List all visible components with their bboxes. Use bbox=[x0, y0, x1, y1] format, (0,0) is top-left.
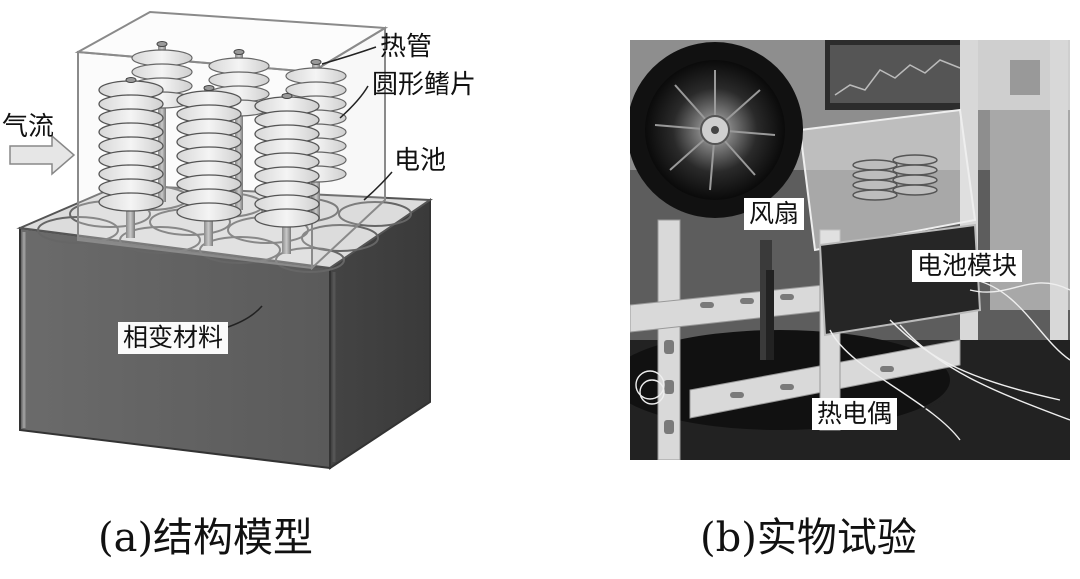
battery-label: 电池 bbox=[394, 146, 447, 176]
pcm-label: 相变材料 bbox=[118, 322, 229, 354]
airflow-arrow bbox=[9, 134, 76, 176]
airflow-label: 气流 bbox=[2, 112, 55, 142]
structure-model-drawing bbox=[9, 10, 434, 470]
heat-pipe-label: 热管 bbox=[380, 32, 433, 62]
structure-model-panel: 热管 圆形鳍片 气流 电池 相变材料 bbox=[0, 0, 520, 480]
circular-fin-label: 圆形鳍片 bbox=[372, 70, 477, 100]
thermocouple-label: 热电偶 bbox=[812, 398, 898, 430]
battery-module-label: 电池模块 bbox=[912, 250, 1023, 282]
heat-pipe-tops bbox=[125, 41, 322, 99]
caption-structure-model: (a)结构模型 bbox=[98, 515, 314, 561]
experiment-photo-panel: 风扇 电池模块 热电偶 bbox=[630, 40, 1070, 460]
fin-stacks-front bbox=[98, 78, 320, 254]
fan-label: 风扇 bbox=[744, 198, 805, 230]
caption-experiment: (b)实物试验 bbox=[700, 515, 917, 561]
fan-drawing bbox=[630, 42, 803, 360]
experiment-photo bbox=[630, 40, 1070, 460]
